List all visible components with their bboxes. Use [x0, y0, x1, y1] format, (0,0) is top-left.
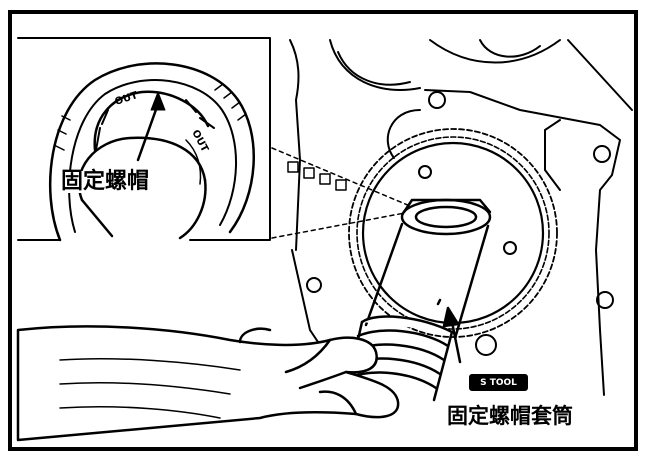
tool-tag: S TOOL [469, 374, 528, 391]
figure-frame [8, 10, 638, 451]
nut-marking-right: OUT [189, 128, 210, 154]
inset-view: OUT OUT [17, 37, 271, 242]
lock-nut-label: 固定螺帽 [58, 171, 153, 193]
nut-marking-left: OUT [114, 90, 140, 108]
hand [16, 325, 400, 442]
engine-case [289, 39, 633, 396]
magnification-guide [271, 147, 411, 239]
lock-nut-socket-label: 固定螺帽套筒 [444, 406, 576, 427]
